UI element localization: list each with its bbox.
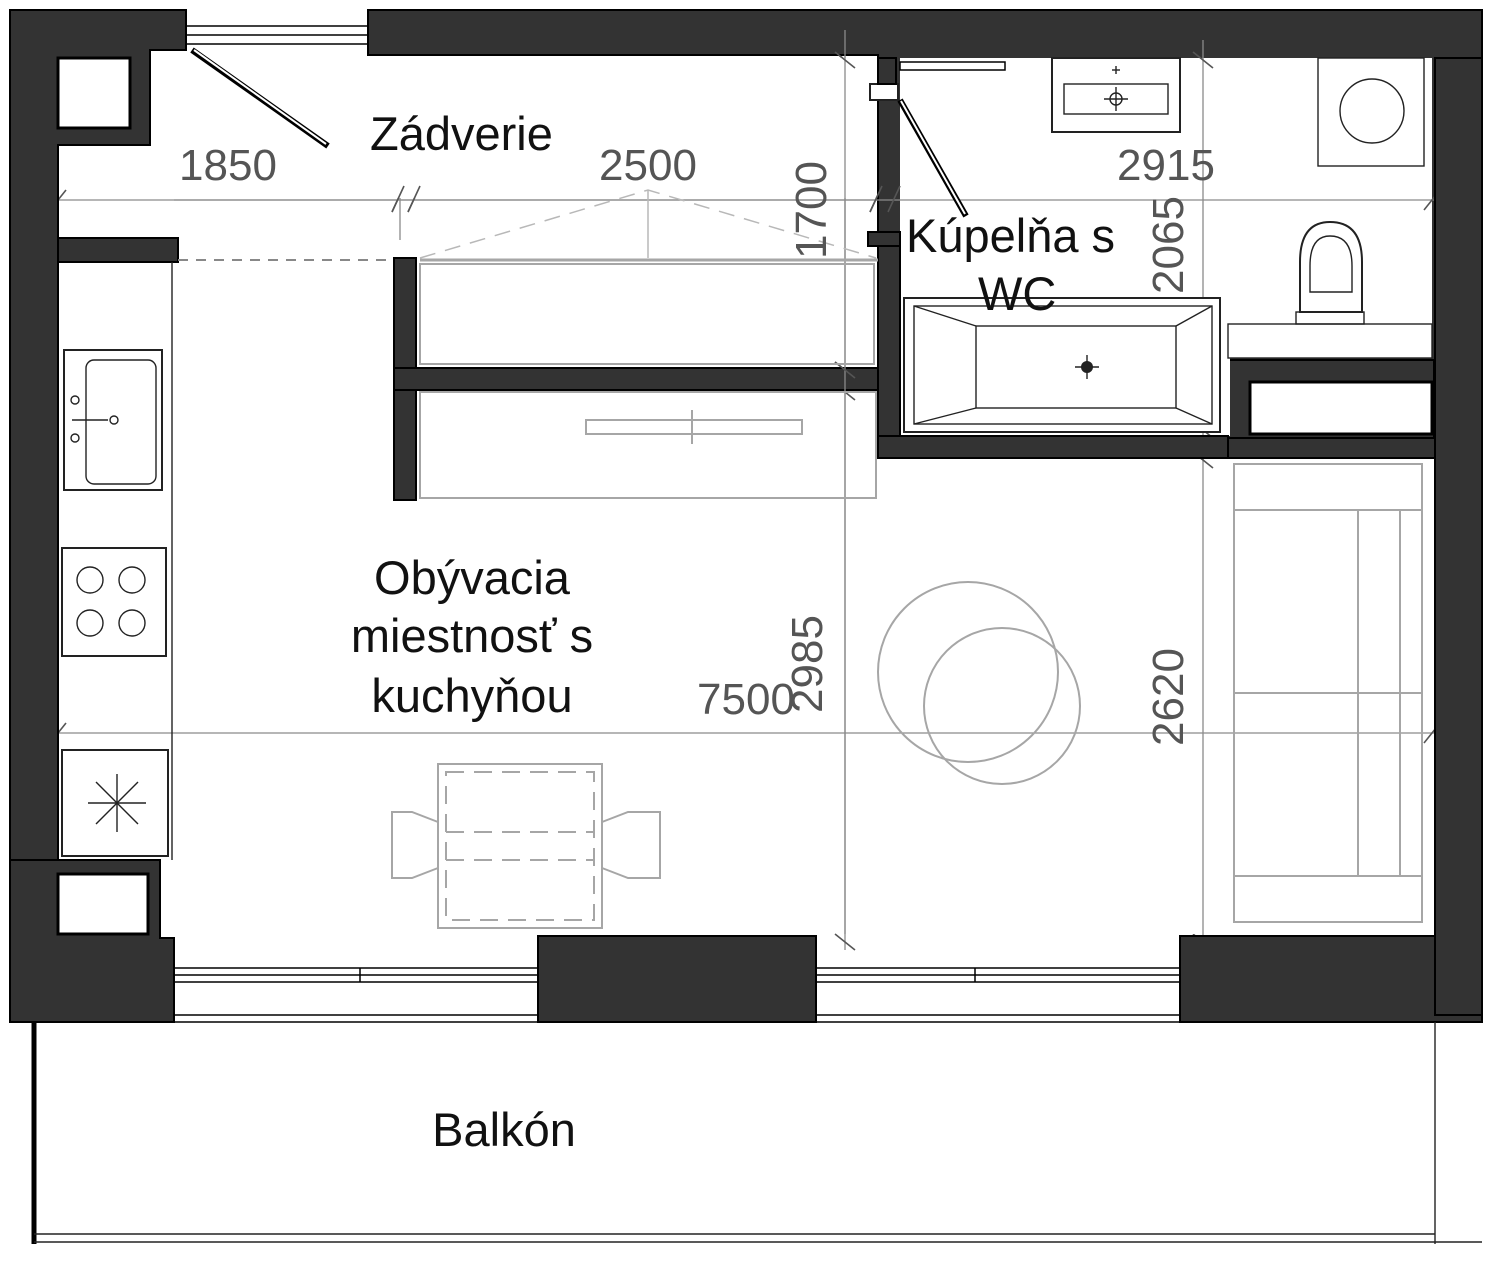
openings [173, 25, 1181, 1016]
kitchen-counter [61, 262, 173, 860]
round-table [877, 581, 1081, 785]
dimension-labels: 1850 2500 2915 7500 1700 2065 2985 2620 [179, 141, 1215, 746]
wall-right-lower [1434, 57, 1483, 1016]
wall-bathroom-bottom [877, 435, 1229, 459]
bathroom-door-post [869, 83, 899, 101]
cooktop [61, 547, 167, 657]
bathroom-fixtures [903, 57, 1433, 433]
bathroom-walls [867, 57, 1483, 1016]
wall-bathroom-stub [867, 231, 901, 247]
wardrobe [178, 189, 878, 499]
dim-middle-width: 2500 [599, 141, 697, 190]
dim-entry-width: 1850 [179, 141, 277, 190]
dim-bathroom-depth: 2065 [1144, 196, 1193, 294]
balcony [10, 1021, 1482, 1244]
sofa [1233, 463, 1423, 923]
wardrobe-body [419, 263, 875, 365]
dim-entry-depth: 1700 [787, 161, 836, 259]
wall-partition-horizontal [393, 367, 881, 391]
label-living-line3: kuchyňou [371, 669, 572, 722]
duct-top-left [56, 56, 132, 130]
tv-unit [419, 391, 877, 499]
wall-bottom-right [1179, 935, 1483, 1023]
fridge [61, 749, 169, 857]
dim-living-depth: 2985 [783, 615, 832, 713]
dim-right-depth: 2620 [1144, 648, 1193, 746]
label-bathroom-line2: WC [978, 267, 1056, 320]
dim-bathroom-width: 2915 [1117, 141, 1215, 190]
label-balcony: Balkón [432, 1103, 576, 1156]
duct-right [1248, 380, 1434, 436]
duct-bottom-left [56, 872, 150, 936]
label-living-line2: miestnosť s [351, 609, 593, 662]
washing-machine [1317, 57, 1425, 167]
label-living-line1: Obývacia [374, 551, 571, 604]
wall-bathroom-left [877, 239, 901, 459]
wall-bottom-pier [537, 935, 817, 1023]
bathroom-door-jamb [877, 57, 897, 85]
dining-table [391, 763, 661, 929]
label-entry: Zádverie [370, 107, 553, 160]
room-labels: Zádverie Kúpelňa s WC Obývacia miestnosť… [351, 107, 1115, 1156]
dim-total-width: 7500 [697, 675, 795, 724]
label-bathroom-line1: Kúpelňa s [906, 209, 1115, 262]
wall-entry-stub [57, 237, 179, 263]
